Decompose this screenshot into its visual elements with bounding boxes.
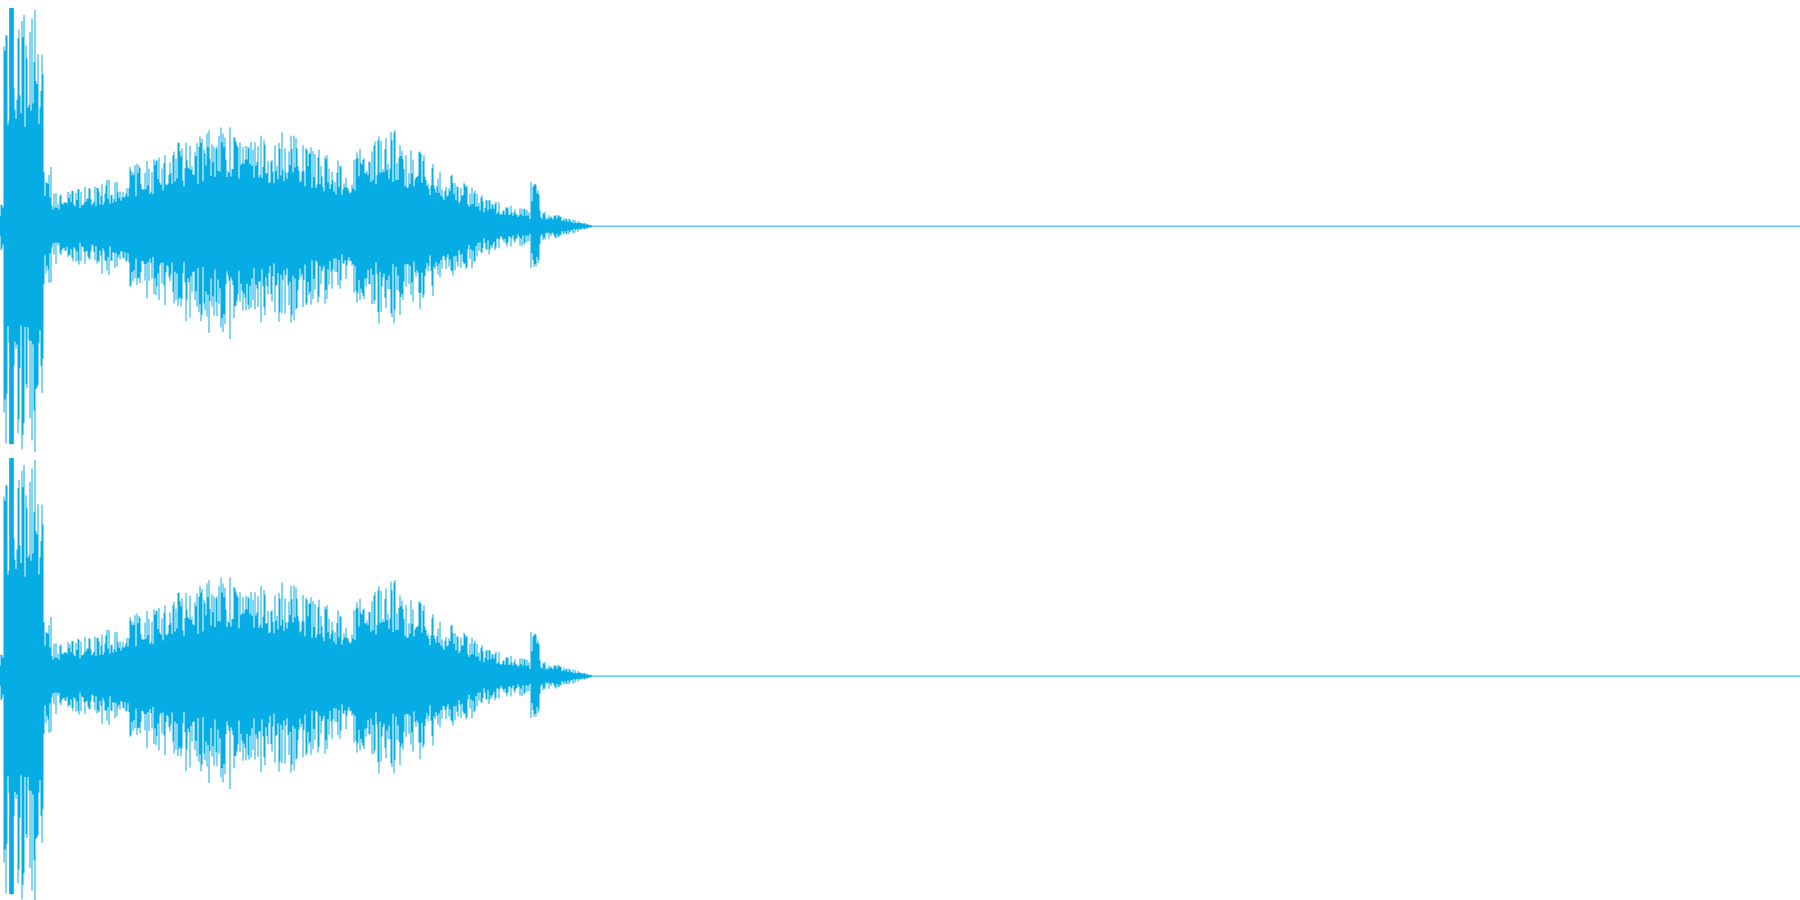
waveform-signal (0, 459, 592, 900)
channel-right-waveform (0, 458, 1800, 900)
waveform-transient (9, 458, 14, 895)
channel-left-waveform (0, 8, 1800, 453)
waveform-transient (9, 8, 14, 445)
waveform-signal (0, 9, 592, 453)
